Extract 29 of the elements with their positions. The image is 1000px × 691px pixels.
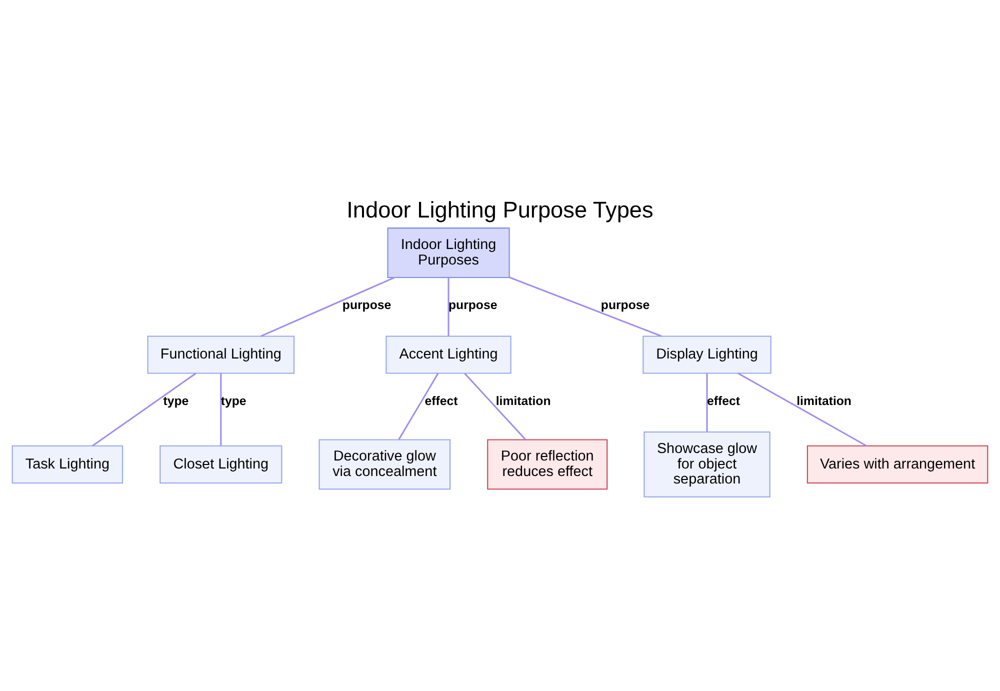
node-box: Functional Lighting — [147, 335, 295, 374]
node-box: Showcase glow for object separation — [644, 430, 770, 497]
node-box: Closet Lighting — [160, 444, 282, 483]
connector — [220, 373, 222, 446]
connector — [706, 373, 708, 432]
edge-label: purpose — [342, 298, 392, 312]
node-box: Varies with arrangement — [806, 444, 988, 483]
node-box: Poor reflection reduces effect — [487, 438, 608, 490]
connector — [464, 372, 526, 440]
connector — [92, 372, 196, 446]
node-box: Accent Lighting — [386, 335, 512, 374]
edge-label: limitation — [796, 393, 852, 408]
connector — [260, 276, 395, 336]
edge-label: effect — [707, 393, 740, 408]
edge-label: effect — [424, 393, 458, 408]
edge-label: limitation — [496, 393, 551, 408]
connector — [398, 372, 439, 440]
diagram-title: Indoor Lighting Purpose Types — [346, 196, 654, 222]
edge-label: purpose — [600, 298, 650, 312]
connector — [448, 278, 450, 336]
node-box: Indoor Lighting Purposes — [387, 227, 510, 278]
node-box: Decorative glow via concealment — [318, 438, 451, 490]
edge-label: purpose — [448, 298, 498, 312]
node-box: Display Lighting — [642, 335, 772, 374]
edge-label: type — [163, 393, 189, 408]
edge-label: type — [220, 393, 246, 408]
connector — [738, 372, 867, 446]
node-box: Task Lighting — [12, 444, 124, 483]
connector — [509, 276, 662, 336]
